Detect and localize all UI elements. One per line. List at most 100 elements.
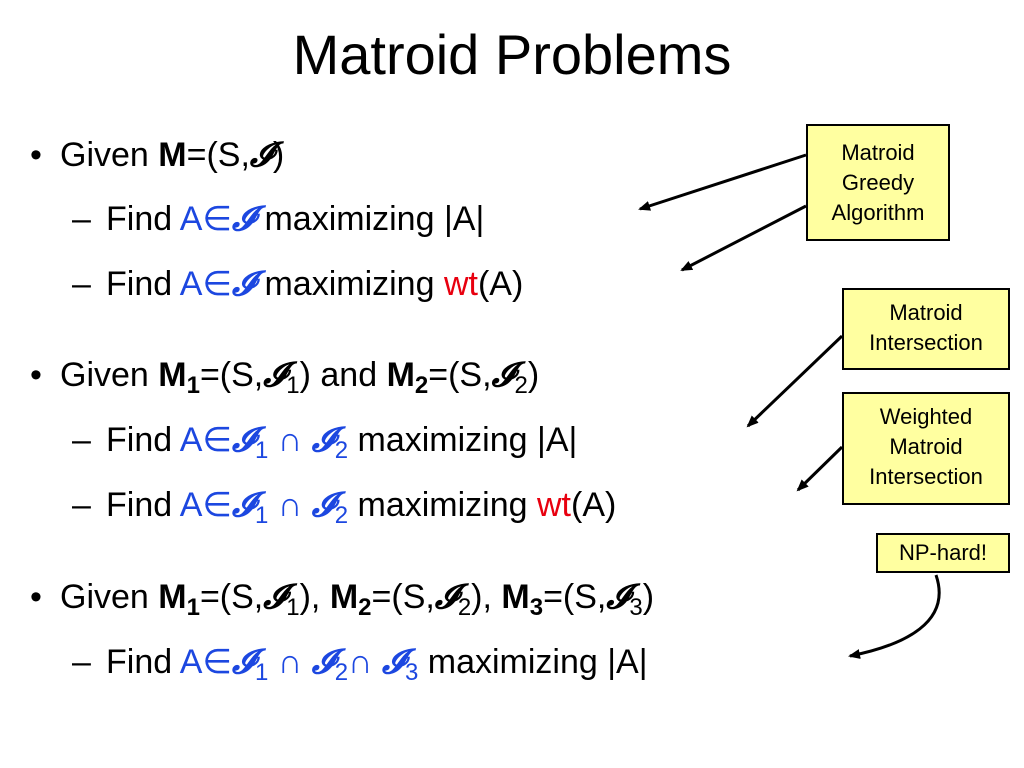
- text: =(S,: [186, 136, 250, 174]
- independent-sets-symbol: 𝓘: [232, 420, 256, 460]
- intersection-symbol: ∩: [277, 421, 303, 459]
- independent-sets-symbol: 𝓘: [263, 355, 287, 395]
- independent-sets-symbol: 𝓘: [232, 199, 256, 239]
- set-a: A: [179, 200, 203, 238]
- dash-mark: –: [72, 265, 91, 303]
- text: maximizing: [348, 486, 537, 524]
- arrow-weighted-intersection: [796, 445, 844, 492]
- text: Find: [106, 421, 180, 459]
- subscript: 2: [334, 437, 349, 464]
- set-a: A: [179, 486, 203, 524]
- element-of-symbol: ∈: [202, 486, 233, 524]
- subscript: 1: [186, 372, 200, 399]
- callout-line: Greedy: [841, 170, 915, 195]
- bullet-mark: •: [30, 136, 42, 174]
- element-of-symbol: ∈: [202, 421, 233, 459]
- bullet-mark: •: [30, 578, 42, 616]
- callout-line: Weighted: [879, 404, 973, 429]
- independent-sets-symbol: 𝓘: [263, 577, 287, 617]
- text: maximizing |A|: [255, 200, 485, 238]
- independent-sets-symbol: 𝓘: [311, 420, 335, 460]
- subscript: 3: [404, 659, 419, 686]
- subbullet-find-intersection-weight: –Find A∈𝓘1 ∩ 𝓘2 maximizing wt(A): [72, 485, 616, 536]
- independent-sets-symbol: 𝓘: [491, 355, 515, 395]
- text: ),: [299, 578, 330, 616]
- text: maximizing |A|: [418, 643, 648, 681]
- callout-line: NP-hard!: [898, 540, 988, 565]
- subscript: 3: [629, 594, 643, 621]
- subscript: 2: [414, 372, 429, 399]
- text: ): [272, 136, 285, 174]
- text: =(S,: [199, 356, 264, 394]
- callout-weighted-matroid-intersection: Weighted Matroid Intersection: [842, 392, 1010, 505]
- subscript: 3: [529, 594, 544, 621]
- callout-line: Matroid: [889, 300, 963, 325]
- matroid-symbol: M: [158, 136, 187, 174]
- text: Find: [106, 265, 180, 303]
- subscript: 1: [255, 437, 269, 464]
- subscript: 2: [457, 594, 472, 621]
- subscript: 1: [255, 502, 269, 529]
- subscript: 1: [286, 594, 300, 621]
- matroid-symbol: M: [386, 356, 415, 394]
- intersection-symbol: ∩: [277, 486, 303, 524]
- element-of-symbol: ∈: [202, 643, 233, 681]
- matroid-symbol: M: [329, 578, 359, 616]
- dash-mark: –: [72, 421, 91, 459]
- bullet-given-m: • Given M=(S,𝓘): [30, 135, 284, 175]
- set-a: A: [179, 643, 203, 681]
- arrow-greedy-to-weight: [680, 204, 807, 272]
- independent-sets-symbol: 𝓘: [381, 642, 405, 682]
- matroid-symbol: M: [501, 578, 530, 616]
- set-a: A: [179, 265, 203, 303]
- text: Given: [60, 578, 159, 616]
- callout-line: Matroid: [841, 140, 915, 165]
- text: =(S,: [543, 578, 607, 616]
- text: Find: [106, 486, 180, 524]
- text: ),: [471, 578, 502, 616]
- subscript: 2: [334, 659, 349, 686]
- dash-mark: –: [72, 643, 91, 681]
- independent-sets-symbol: 𝓘: [311, 485, 335, 525]
- subbullet-find-max-weight: –Find A∈𝓘 maximizing wt(A): [72, 264, 523, 304]
- intersection-symbol: ∩: [348, 643, 373, 681]
- arrow-greedy-to-size: [638, 153, 807, 211]
- matroid-symbol: M: [158, 578, 187, 616]
- text: Given: [60, 356, 159, 394]
- callout-line: Intersection: [869, 330, 983, 355]
- set-a: A: [179, 421, 203, 459]
- dash-mark: –: [72, 486, 91, 524]
- intersection-symbol: ∩: [277, 643, 303, 681]
- text: Given: [60, 136, 159, 174]
- element-of-symbol: ∈: [202, 265, 233, 303]
- matroid-symbol: M: [158, 356, 187, 394]
- element-of-symbol: ∈: [202, 200, 233, 238]
- callout-np-hard: NP-hard!: [876, 533, 1010, 573]
- text: ): [527, 356, 540, 394]
- independent-sets-symbol: 𝓘: [606, 577, 630, 617]
- text: ): [642, 578, 655, 616]
- subscript: 2: [514, 372, 528, 399]
- bullet-given-m1-m2: •Given M1=(S,𝓘1) and M2=(S,𝓘2): [30, 355, 539, 406]
- subscript: 2: [358, 594, 372, 621]
- subscript: 1: [286, 372, 300, 399]
- callout-line: Intersection: [869, 464, 983, 489]
- weight-function: wt: [537, 486, 571, 524]
- weight-function: wt: [443, 265, 478, 303]
- independent-sets-symbol: 𝓘: [434, 577, 458, 617]
- independent-sets-symbol: 𝓘: [311, 642, 335, 682]
- subscript: 1: [186, 594, 200, 621]
- subbullet-find-three-way-intersection: –Find A∈𝓘1 ∩ 𝓘2∩ 𝓘3 maximizing |A|: [72, 642, 648, 693]
- independent-sets-symbol: 𝓘: [232, 264, 256, 304]
- callout-matroid-greedy-algorithm: Matroid Greedy Algorithm: [806, 124, 950, 241]
- subbullet-find-max-size: –Find A∈𝓘 maximizing |A|: [72, 199, 484, 239]
- text: =(S,: [428, 356, 492, 394]
- text: Find: [106, 643, 180, 681]
- independent-sets-symbol: 𝓘: [249, 135, 273, 175]
- bullet-given-m1-m2-m3: •Given M1=(S,𝓘1), M2=(S,𝓘2), M3=(S,𝓘3): [30, 577, 654, 628]
- text: =(S,: [199, 578, 264, 616]
- callout-matroid-intersection: Matroid Intersection: [842, 288, 1010, 370]
- subscript: 1: [255, 659, 269, 686]
- subscript: 2: [334, 502, 349, 529]
